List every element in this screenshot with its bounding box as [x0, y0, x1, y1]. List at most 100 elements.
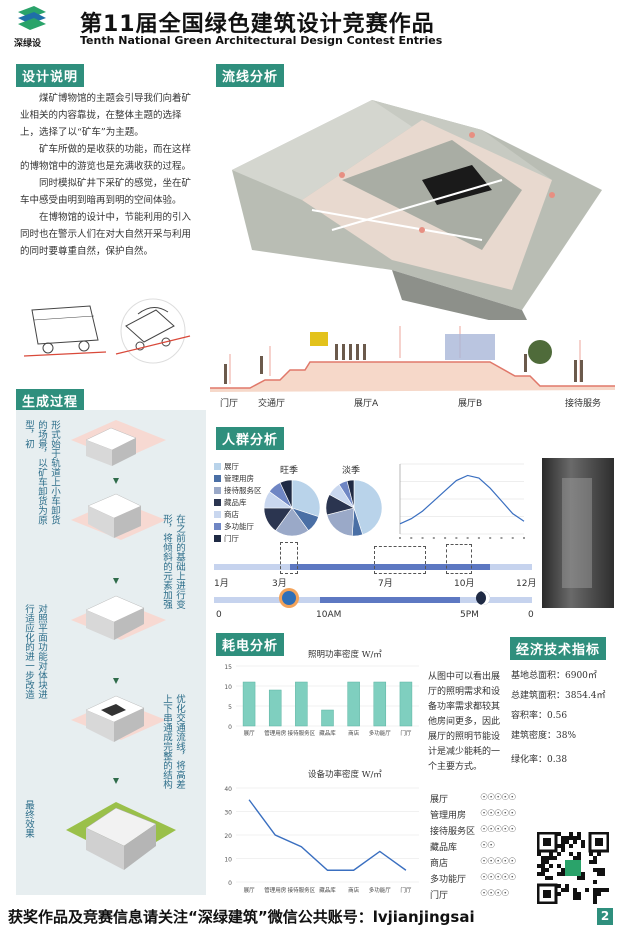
sun-icon: [282, 591, 296, 605]
legend-item: 接待服务区: [214, 484, 284, 496]
process-model-4: [71, 695, 166, 742]
flow-station-label: 交通厅: [258, 399, 286, 409]
qr-code: [536, 831, 610, 905]
moon-icon: [476, 591, 490, 605]
page-number: 2: [597, 908, 613, 925]
y-tick-label: 5: [228, 704, 232, 711]
econ-item: 绿化率：0.38: [511, 755, 568, 765]
hour-label: 10AM: [316, 610, 342, 620]
x-tick: [455, 537, 458, 539]
section-heading-crowd: 人群分析: [216, 427, 285, 450]
x-tick-label: 多功能厅: [369, 886, 392, 894]
section-heading-flow: 流线分析: [216, 64, 285, 87]
process-step-text: 在之前的基础上进行变形，将倾斜的元素加强: [161, 514, 185, 609]
econ-item: 容积率：0.56: [511, 711, 568, 721]
footer-text: 获奖作品及竞赛信息请关注“深绿建筑”微信公共账号：lvjianjingsai: [8, 908, 475, 926]
y-tick-label: 40: [224, 786, 232, 793]
bar-chart-title: 照明功率密度 W/㎡: [308, 650, 382, 660]
ranking-name: 管理用房: [430, 810, 467, 821]
bulb-icons: ☉☉☉☉☉: [480, 809, 516, 819]
econ-list: 基地总面积：6900㎡ 总建筑面积：3854.4㎡ 容积率：0.56 建筑密度：…: [511, 668, 616, 772]
x-tick-label: 门厅: [400, 729, 412, 737]
ranking-name: 商店: [430, 858, 449, 869]
ranking-row: 管理用房 ☉☉☉☉☉: [430, 806, 535, 822]
design-paragraph: 在博物馆的设计中，节能利用的引入同时也在警示人们在对大自然开采与利用的同时要尊重…: [20, 212, 192, 257]
ranking-name: 接待服务区: [430, 826, 476, 837]
section-heading-design: 设计说明: [16, 64, 85, 87]
process-model-1: [71, 420, 166, 466]
x-tick-label: 管理用房: [264, 729, 287, 737]
flow-station-label: 展厅A: [354, 399, 379, 409]
x-tick-label: 接待服务区: [288, 886, 316, 894]
design-paragraph: 矿车所做的是收获的功能，而在这样的博物馆中的游览也是充满收获的过程。: [20, 144, 192, 172]
pie-slice: [279, 479, 293, 509]
pie-off-title: 淡季: [342, 466, 361, 476]
x-tick: [477, 537, 480, 539]
econ-item: 建筑密度：38%: [511, 731, 577, 741]
process-step-text: 对照平面功能对体块进行适应化的进一步改造: [23, 604, 47, 699]
mine-cart-unload-sketch: [108, 296, 198, 366]
process-model-3: [71, 595, 166, 640]
x-tick-label: 接待服务区: [288, 729, 316, 737]
lighting-bar-chart: 151050展厅管理用房接待服务区藏品库商店多功能厅门厅: [224, 664, 419, 737]
bar: [242, 681, 256, 727]
ranking-name: 展厅: [430, 794, 449, 805]
x-tick: [432, 537, 435, 539]
ranking-row: 多功能厅☉☉☉☉☉: [430, 870, 535, 886]
x-tick: [523, 537, 525, 539]
equipment-line-chart: 403020100展厅管理用房接待服务区藏品库商店多功能厅门厅: [224, 786, 419, 894]
ranking-name: 门厅: [430, 890, 449, 901]
process-model-2: [71, 493, 166, 540]
legend-item: 展厅: [214, 460, 284, 472]
y-tick-label: 10: [224, 684, 232, 691]
page-title: 第11届全国绿色建筑设计竞赛作品: [80, 12, 435, 37]
pie-slice: [353, 479, 383, 536]
bulb-icons: ☉☉☉☉☉: [480, 873, 516, 883]
legend-item: 藏品库: [214, 496, 284, 508]
x-tick: [399, 537, 401, 539]
y-tick-label: 15: [224, 664, 232, 671]
design-paragraph: 煤矿博物馆的主题会引导我们向着矿业相关的内容靠拢，在整体主题的选择上，选择了以“…: [20, 93, 192, 138]
design-paragraph: 同时模拟矿井下采矿的感觉，坐在矿车中感受由明到暗再到明的空间体验。: [20, 178, 192, 206]
series-line: [399, 474, 525, 525]
section-heading-power: 耗电分析: [216, 633, 285, 656]
bar: [373, 681, 387, 727]
bar: [295, 681, 308, 727]
y-tick-label: 10: [224, 857, 232, 864]
section-heading-process: 生成过程: [16, 389, 85, 412]
month-label: 12月: [516, 579, 537, 589]
x-tick-label: 展厅: [244, 730, 256, 737]
line-chart-title: 设备功率密度 W/㎡: [308, 770, 382, 780]
month-label: 7月: [378, 579, 393, 589]
x-tick: [466, 537, 469, 539]
pie-peak-season: [263, 479, 321, 537]
open-hours-band: [320, 597, 460, 603]
ranking-row: 展厅 ☉☉☉☉☉: [430, 790, 535, 806]
x-tick-label: 门厅: [400, 886, 412, 894]
process-steps: [16, 410, 206, 895]
flow-station-label: 展厅B: [458, 399, 483, 409]
econ-item: 总建筑面积：3854.4㎡: [511, 691, 606, 701]
process-model-final: [66, 802, 176, 870]
x-tick: [421, 537, 424, 539]
pie-slice: [346, 479, 355, 509]
ranking-name: 藏品库: [430, 842, 458, 853]
x-tick: [410, 537, 413, 539]
process-step-text: 形式始于轨道上小车卸货的场景，以矿车卸货为原型，初: [23, 420, 60, 525]
y-tick-label: 20: [224, 833, 232, 840]
logo-text: 深绿设: [14, 39, 42, 49]
x-tick-label: 商店: [348, 886, 360, 894]
logo: [14, 6, 50, 36]
legend-item: 门厅: [214, 532, 284, 544]
y-tick-label: 30: [224, 810, 232, 817]
x-tick: [489, 537, 492, 539]
bulb-icons: ☉☉☉☉☉: [480, 825, 516, 835]
bulb-icons: ☉☉☉☉☉: [480, 793, 516, 803]
x-tick: [500, 537, 503, 539]
pie-slice: [291, 479, 321, 518]
flow-profile: [210, 310, 615, 400]
series-line: [248, 799, 407, 871]
bulb-icons: ☉☉: [480, 841, 495, 851]
process-step-text: 最终效果: [23, 800, 34, 838]
x-tick-label: 管理用房: [264, 886, 287, 894]
